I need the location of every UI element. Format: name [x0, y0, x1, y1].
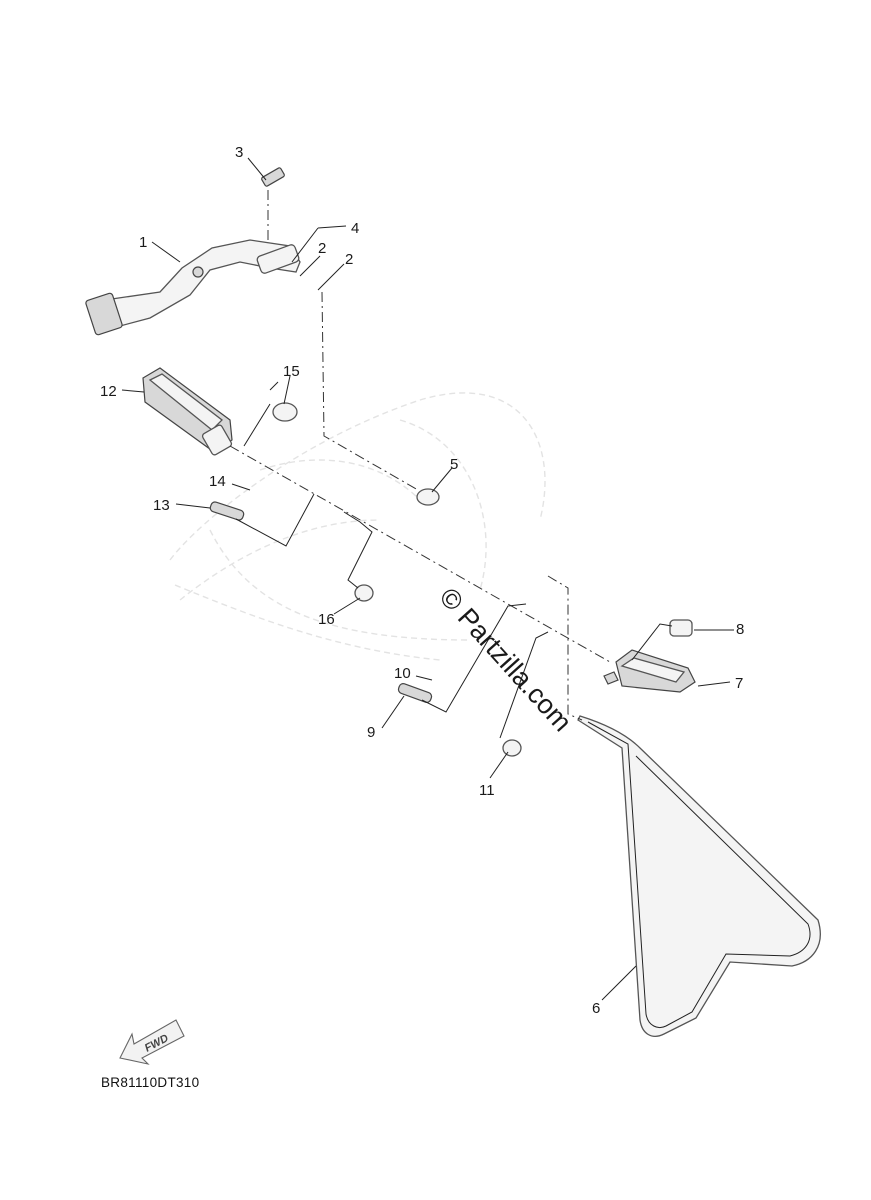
callout-15: 15 [283, 363, 300, 380]
callout-9: 9 [367, 724, 375, 741]
callout-2b: 2 [345, 251, 353, 268]
split-pin-part [261, 167, 285, 187]
fwd-label: FWD [143, 1032, 171, 1054]
stand-part [577, 715, 821, 1037]
callout-labels: 1 2 2 3 4 5 6 7 8 9 10 11 12 13 14 15 16 [100, 144, 744, 1017]
left-footrest-part [142, 367, 233, 456]
callout-11: 11 [479, 782, 495, 799]
cap-part-16 [354, 584, 374, 602]
left-footrest-pin-part [209, 501, 245, 521]
spring-part [269, 381, 298, 422]
callout-14: 14 [209, 473, 226, 490]
assembly-lines [229, 190, 673, 739]
circlip-part [416, 488, 440, 506]
callout-4: 4 [351, 220, 359, 237]
callout-5: 5 [450, 456, 458, 473]
cap-part-11 [502, 739, 522, 757]
callout-3: 3 [235, 144, 243, 161]
callout-7: 7 [735, 675, 743, 692]
watermark: © Partzilla.com [434, 582, 578, 737]
right-footrest-pin-part [397, 683, 433, 703]
frame-ghost-outline [169, 392, 546, 661]
callout-10: 10 [394, 665, 411, 682]
callout-8: 8 [736, 621, 744, 638]
callout-12: 12 [100, 383, 117, 400]
drawing-code: BR81110DT310 [101, 1075, 199, 1090]
callout-1: 1 [139, 234, 147, 251]
right-spring-part [669, 619, 693, 637]
callout-6: 6 [592, 1000, 600, 1017]
callout-13: 13 [153, 497, 170, 514]
brake-pedal-part [85, 239, 301, 336]
callout-2a: 2 [318, 240, 326, 257]
fwd-arrow-icon: FWD [119, 1019, 185, 1065]
callout-leaders [121, 157, 734, 1001]
callout-16: 16 [318, 611, 335, 628]
right-footrest-part [603, 649, 696, 693]
